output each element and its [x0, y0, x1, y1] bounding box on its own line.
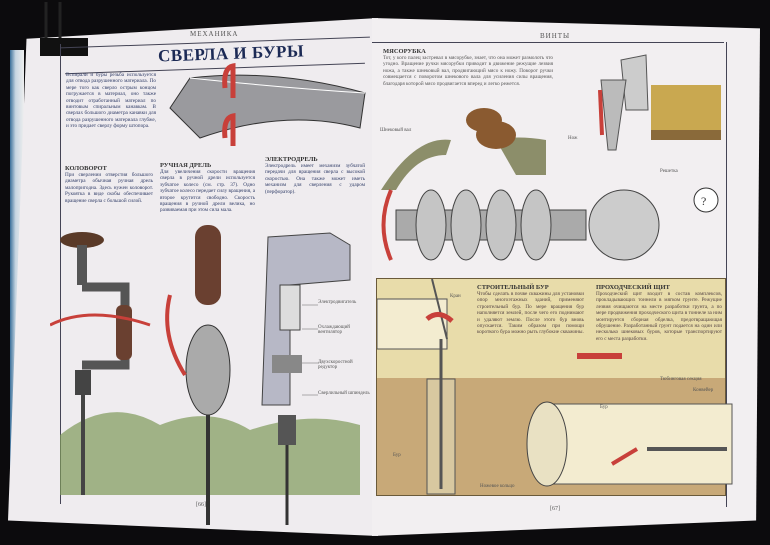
tunnel-shield-text: Проходческий щит входит в состав комплек… [596, 291, 722, 342]
page-number-right: [67] [550, 506, 560, 512]
intro-text: Вспирали и буры резьба используется для … [66, 72, 156, 130]
section-electric-drill: Электродрель Электродрель имеет механизм… [265, 156, 365, 195]
label-drill-2: Бур [600, 405, 608, 410]
section-construction-drill: Строительный бур Чтобы сделать в почве с… [477, 284, 584, 336]
label-crane: Кран [450, 294, 461, 299]
label-knife: Нож [568, 136, 578, 141]
label-fan: Охлаждающий вентилятор [318, 325, 350, 335]
tunnel-illustration [377, 279, 733, 495]
electric-drill-heading: Электродрель [265, 156, 318, 163]
meat-grinder-text: Тот, у кого палец застревал в мясорубке,… [383, 55, 553, 87]
label-motor: Электродвигатель [318, 300, 357, 305]
label-cutting-ring: Ножевое кольцо [480, 484, 515, 489]
label-tunnel-segment: Тюбинговая секция [660, 377, 702, 382]
construction-drill-heading: Строительный бур [477, 284, 549, 291]
label-gearbox: Двухскоростной редуктор [318, 360, 353, 370]
meat-grinder-heading: Мясорубка [383, 48, 426, 55]
left-header: МЕХАНИКА [190, 30, 239, 38]
label-grate: Решетка [660, 169, 678, 174]
brace-text: При сверлении отверстия большого диаметр… [65, 172, 153, 204]
section-tunnel-shield: Проходческий щит Проходческий щит входит… [596, 284, 722, 342]
meat-grinder-illustration: ? [381, 54, 721, 261]
section-meat-grinder: Мясорубка Тот, у кого палец застревал в … [383, 48, 553, 87]
tunnel-shield-heading: Проходческий щит [596, 284, 670, 291]
label-auger-shaft: Шнековый вал [380, 128, 412, 133]
spiral-drill-illustration [169, 62, 366, 146]
right-header-rule [372, 42, 724, 43]
page-number-left: [66] [196, 502, 206, 508]
label-spindle: Сверлильный шпиндель [318, 391, 370, 396]
margin-rule [60, 44, 61, 504]
right-header: ВИНТЫ [540, 32, 571, 40]
construction-drill-text: Чтобы сделать в почве скважины для устан… [477, 291, 584, 336]
binder-clip-icon [40, 2, 88, 56]
right-margin-rule [726, 42, 727, 507]
label-drill-1: Бур [393, 453, 401, 458]
section-brace: Коловорот При сверлении отверстия большо… [65, 165, 153, 204]
hand-drill-text: Для увеличения скорости вращения сверла … [160, 169, 255, 214]
svg-text:?: ? [701, 194, 706, 208]
drills-illustration [50, 225, 360, 525]
hand-drill-heading: Ручная дрель [160, 162, 212, 169]
electric-drill-text: Электродрель имеет механизм зубчатой пер… [265, 163, 365, 195]
section-hand-drill: Ручная дрель Для увеличения скорости вра… [160, 162, 255, 214]
label-conveyor: Конвейер [693, 388, 714, 393]
brace-heading: Коловорот [65, 165, 107, 172]
